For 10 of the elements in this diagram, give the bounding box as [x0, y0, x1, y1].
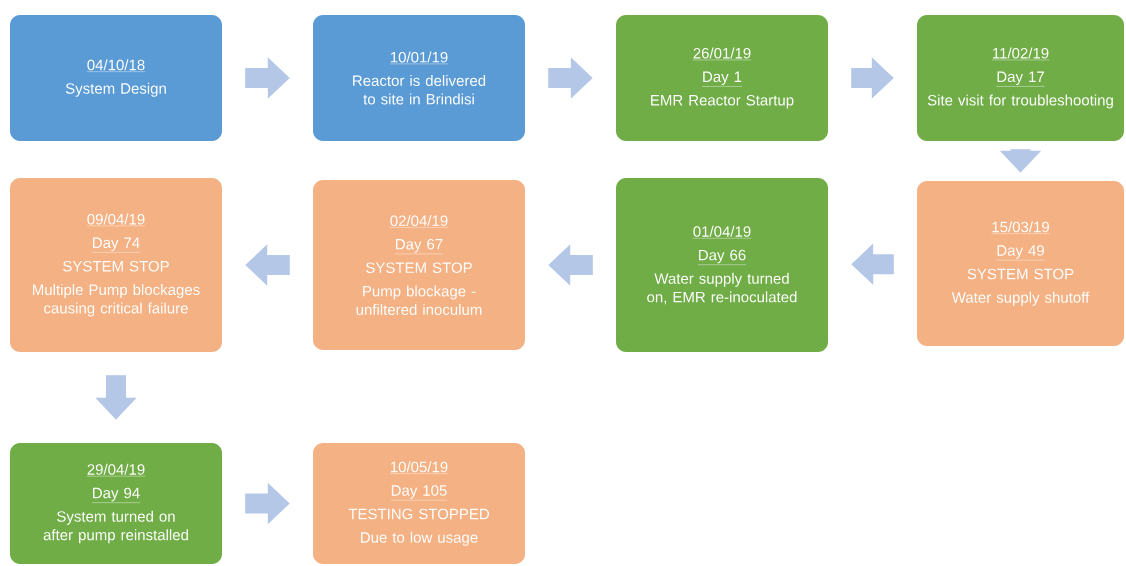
event-box: 15/03/19 Day 49 SYSTEM STOP Water supply shutoff: [917, 181, 1124, 346]
event-box: 04/10/18 System Design: [10, 15, 222, 141]
event-box: 01/04/19 Day 66 Water supply turned on, EMR re-inoculated: [616, 178, 828, 352]
event-box: 09/04/19 Day 74 SYSTEM STOP Multiple Pump blockages causing critical failure: [10, 178, 222, 352]
event-box: 29/04/19 Day 94 System turned on after pump reinstalled: [10, 443, 222, 564]
event-box: 10/01/19 Reactor is delivered to site in Brindisi: [313, 15, 525, 141]
event-box: 10/05/19 Day 105 TESTING STOPPED Due to low usage: [313, 443, 525, 564]
event-box: 11/02/19 Day 17 Site visit for troubleshooting: [917, 15, 1124, 141]
event-box: 26/01/19 Day 1 EMR Reactor Startup: [616, 15, 828, 141]
event-box: 02/04/19 Day 67 SYSTEM STOP Pump blockage - unfiltered inoculum: [313, 180, 525, 350]
